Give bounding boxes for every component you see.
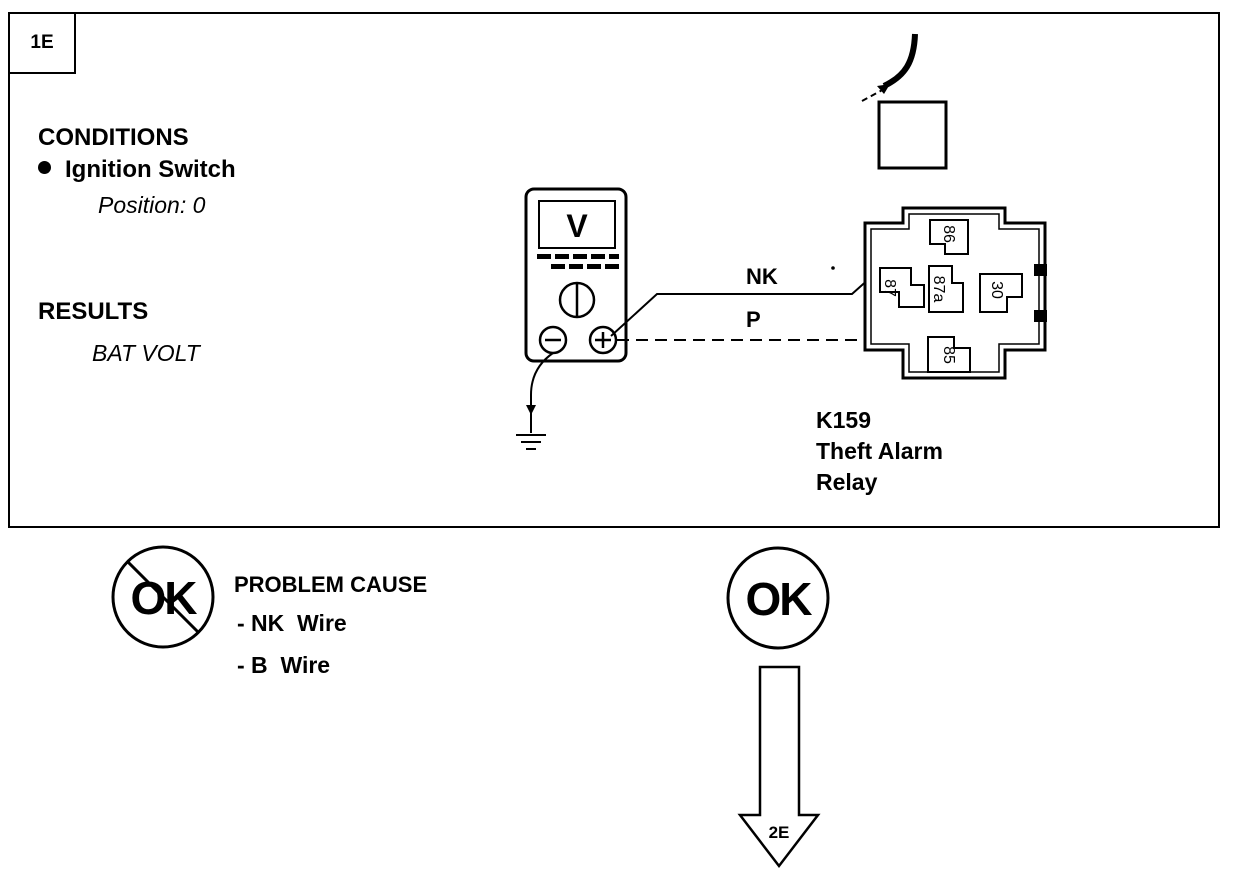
problem-cause-2: - B Wire (237, 652, 330, 678)
condition-detail: Position: 0 (98, 192, 206, 218)
meter-keypad (537, 254, 619, 269)
ok-icon: OK (726, 546, 830, 650)
step-id-label: 1E (10, 14, 76, 74)
nk-wire-label: NK (746, 264, 778, 289)
meter-display (538, 200, 616, 249)
ok-symbol: OK (746, 573, 813, 625)
condition-item: Ignition Switch (38, 156, 236, 184)
relay-pin-30: 30 (988, 281, 1005, 299)
meter-mode-label: V (566, 208, 588, 244)
not-ok-icon: OK (111, 545, 215, 649)
relay-pin-87a: 87a (930, 276, 947, 303)
next-step-label: 2E (769, 823, 790, 842)
relay-pin-86: 86 (940, 225, 957, 243)
ground-icon (516, 434, 546, 450)
relay-name-line1: Theft Alarm (816, 438, 943, 464)
voltmeter: V (524, 187, 628, 363)
results-heading: RESULTS (38, 298, 149, 325)
condition-item-label: Ignition Switch (65, 156, 236, 183)
next-step-arrow-icon (737, 665, 821, 869)
harness-wire (882, 33, 918, 89)
ground-lead (530, 352, 554, 433)
relay-pin-87: 87 (881, 279, 898, 297)
relay-connector: 86 87 87a 30 85 (863, 206, 1047, 380)
relay-code: K159 (816, 407, 871, 433)
relay-name-line2: Relay (816, 469, 878, 495)
harness-connector (877, 100, 948, 170)
problem-cause-heading: PROBLEM CAUSE (234, 572, 427, 597)
test-step-panel (8, 12, 1220, 528)
relay-pin-85: 85 (940, 346, 957, 364)
disconnect-arrow-head (877, 84, 890, 94)
results-value: BAT VOLT (92, 340, 200, 366)
p-wire-label: P (746, 307, 761, 332)
problem-cause-1: - NK Wire (237, 610, 347, 636)
positive-terminal-icon (588, 325, 618, 355)
conditions-heading: CONDITIONS (38, 124, 189, 151)
bullet-icon (38, 161, 51, 174)
